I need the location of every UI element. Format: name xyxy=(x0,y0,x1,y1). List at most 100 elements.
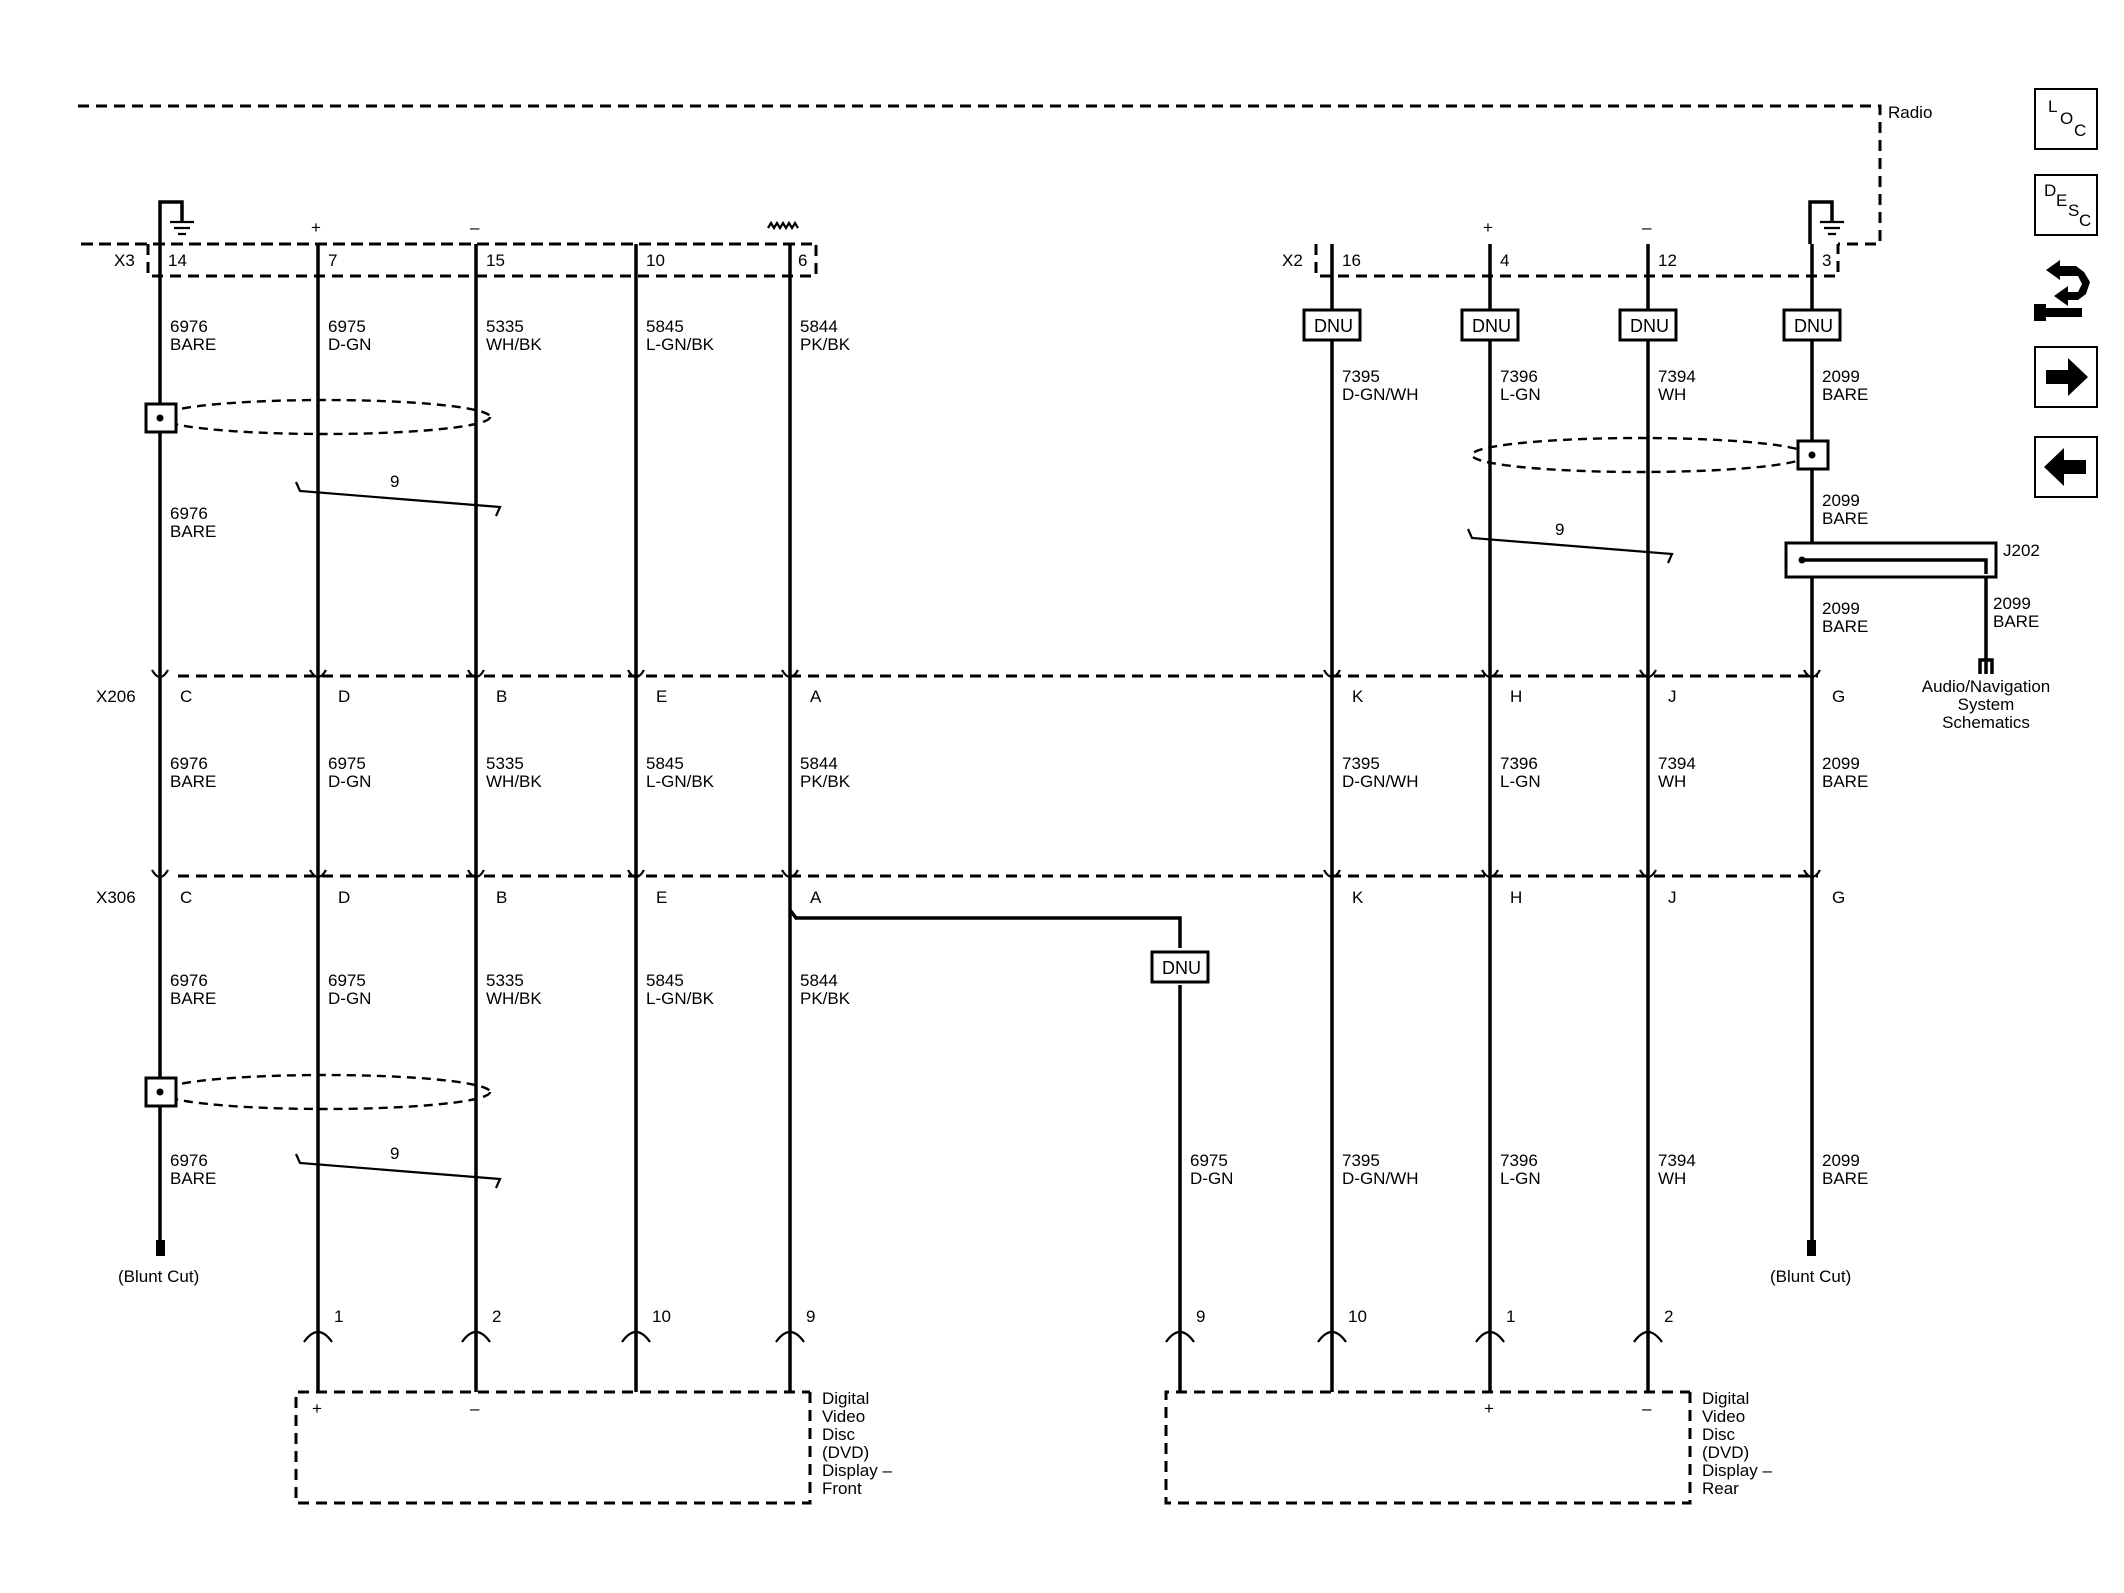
reference-line-1[interactable]: Audio/Navigation xyxy=(1922,677,2051,696)
dvd-rear-pin-10: 10 xyxy=(1348,1307,1367,1326)
wire-label: WH/BK xyxy=(486,335,542,354)
wire-label: 7395 xyxy=(1342,367,1380,386)
dvd-rear-label-1: Digital xyxy=(1702,1389,1749,1408)
pin-10: 10 xyxy=(646,251,665,270)
wire-label: 6976 xyxy=(170,317,208,336)
wire-label: 7394 xyxy=(1658,367,1696,386)
pin-16: 16 xyxy=(1342,251,1361,270)
x306-pin-d: D xyxy=(338,888,350,907)
wire-label: 7396 xyxy=(1500,1151,1538,1170)
previous-page-button[interactable] xyxy=(2034,436,2098,498)
wire-label: BARE xyxy=(1822,1169,1868,1188)
dvd-front-pin-2: 2 xyxy=(492,1307,501,1326)
wire-label: BARE xyxy=(1822,772,1868,791)
twist-count-bottom-front: 9 xyxy=(390,1144,399,1163)
dvd-rear-minus: – xyxy=(1642,1399,1652,1418)
dnu-boxes: DNU DNU DNU DNU DNU xyxy=(1150,308,1842,984)
x206-pin-j: J xyxy=(1668,687,1677,706)
wire-labels: 6976 BARE 6975 D-GN 5335 WH/BK 5845 L-GN… xyxy=(170,317,1868,1188)
connector-end-view-button[interactable] xyxy=(2032,254,2100,328)
x306-pin-e: E xyxy=(656,888,667,907)
j202-branch-color: BARE xyxy=(1993,612,2039,631)
wire-label: BARE xyxy=(1822,509,1868,528)
pin-7: 7 xyxy=(328,251,337,270)
next-page-button[interactable] xyxy=(2034,346,2098,408)
dvd-rear-label-6: Rear xyxy=(1702,1479,1739,1498)
pin-15: 15 xyxy=(486,251,505,270)
radio-minus-front: – xyxy=(470,218,480,237)
wire-label: PK/BK xyxy=(800,772,851,791)
twisted-pairs: 9 9 9 xyxy=(294,472,1674,1189)
dvd-connector-pins: 1 2 10 9 9 10 1 2 xyxy=(303,1307,1673,1343)
dnu-4: DNU xyxy=(1472,316,1511,336)
wire-label: WH xyxy=(1658,385,1686,404)
dvd-rear-label-4: (DVD) xyxy=(1702,1443,1749,1462)
wire-label: 5845 xyxy=(646,754,684,773)
x306-pin-a: A xyxy=(810,888,822,907)
reference-line-2[interactable]: System xyxy=(1958,695,2015,714)
desc-letter-c: C xyxy=(2079,211,2091,230)
reference-line-3[interactable]: Schematics xyxy=(1942,713,2030,732)
wire-label: L-GN xyxy=(1500,1169,1541,1188)
loc-button[interactable]: L O C xyxy=(2034,88,2098,150)
wire-label: L-GN/BK xyxy=(646,335,715,354)
dvd-rear-label-5: Display – xyxy=(1702,1461,1772,1480)
radio-module: Radio xyxy=(78,103,1932,246)
wire-label: BARE xyxy=(1822,385,1868,404)
dvd-front-pin-9: 9 xyxy=(806,1307,815,1326)
dvd-display-rear: + – Digital Video Disc (DVD) Display – R… xyxy=(1164,1389,1772,1505)
x306-pin-h: H xyxy=(1510,888,1522,907)
dvd-front-label-6: Front xyxy=(822,1479,862,1498)
wire-label: 7396 xyxy=(1500,754,1538,773)
wire-label: 6975 xyxy=(1190,1151,1228,1170)
dvd-rear-pin-9: 9 xyxy=(1196,1307,1205,1326)
wire-label: 5335 xyxy=(486,754,524,773)
x206-pin-h: H xyxy=(1510,687,1522,706)
wire-label: WH/BK xyxy=(486,989,542,1008)
connector-x206: X206 C D B E A K H J G xyxy=(96,669,1845,706)
wire-label: 2099 xyxy=(1822,491,1860,510)
dvd-front-label-2: Video xyxy=(822,1407,865,1426)
wire-label: WH xyxy=(1658,772,1686,791)
wire-label: PK/BK xyxy=(800,989,851,1008)
dvd-front-minus: – xyxy=(470,1399,480,1418)
wires xyxy=(158,244,1994,1392)
wire-label: 5335 xyxy=(486,317,524,336)
wire-label: D-GN xyxy=(328,772,371,791)
wire-label: BARE xyxy=(170,772,216,791)
right-arrow-icon xyxy=(2046,358,2088,396)
loc-letter-o: O xyxy=(2060,109,2073,128)
dvd-rear-pin-1: 1 xyxy=(1506,1307,1515,1326)
dnu-3: DNU xyxy=(1794,316,1833,336)
connector-x306: X306 C D B E A K H J G xyxy=(96,869,1845,907)
dvd-front-label-4: (DVD) xyxy=(822,1443,869,1462)
x306-pin-b: B xyxy=(496,888,507,907)
loc-letter-l: L xyxy=(2048,97,2057,116)
wire-label: 2099 xyxy=(1822,599,1860,618)
wire-label: 6976 xyxy=(170,504,208,523)
wire-label: 7395 xyxy=(1342,754,1380,773)
wire-label: D-GN xyxy=(1190,1169,1233,1188)
x206-pin-b: B xyxy=(496,687,507,706)
x3-label: X3 xyxy=(114,251,135,270)
loc-letter-c: C xyxy=(2074,121,2086,140)
desc-button[interactable]: D E S C xyxy=(2034,174,2098,236)
dvd-rear-label-2: Video xyxy=(1702,1407,1745,1426)
wire-label: 5844 xyxy=(800,971,838,990)
wire-label: D-GN/WH xyxy=(1342,385,1418,404)
wire-label: BARE xyxy=(170,335,216,354)
pin-4: 4 xyxy=(1500,251,1509,270)
x306-pin-c: C xyxy=(180,888,192,907)
wire-label: 7395 xyxy=(1342,1151,1380,1170)
pin-12: 12 xyxy=(1658,251,1677,270)
wire-label: 6975 xyxy=(328,317,366,336)
x306-pin-k: K xyxy=(1352,888,1364,907)
dnu-12: DNU xyxy=(1630,316,1669,336)
dvd-front-plus: + xyxy=(312,1399,322,1418)
ground-symbol-right xyxy=(1808,200,1844,244)
connector-end-view-icon xyxy=(2034,260,2090,321)
wire-label: 2099 xyxy=(1822,1151,1860,1170)
wire-label: 7396 xyxy=(1500,367,1538,386)
wire-label: D-GN/WH xyxy=(1342,772,1418,791)
